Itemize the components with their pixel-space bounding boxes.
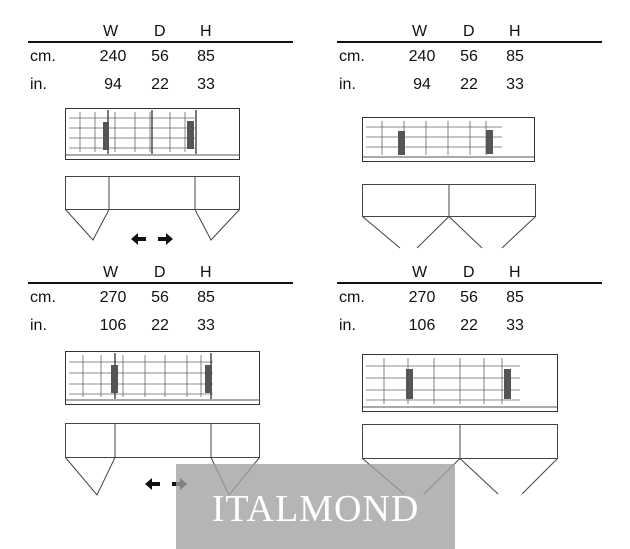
top-view-4 bbox=[362, 424, 558, 495]
value-w-in: 106 bbox=[408, 317, 436, 334]
value-w-in: 106 bbox=[99, 317, 127, 334]
header-w: W bbox=[103, 264, 119, 281]
value-h-cm: 85 bbox=[197, 289, 215, 306]
row-cm: cm. 270 56 85 bbox=[28, 283, 293, 311]
row-label-cm: cm. bbox=[339, 289, 365, 306]
value-d-cm: 56 bbox=[460, 289, 478, 306]
dimension-header: W D H bbox=[28, 261, 293, 284]
left-right-arrows-icon bbox=[131, 233, 173, 245]
row-label-in: in. bbox=[30, 317, 47, 334]
row-label-cm: cm. bbox=[30, 289, 56, 306]
header-h: H bbox=[509, 264, 521, 281]
value-d-in: 22 bbox=[151, 317, 169, 334]
header-w: W bbox=[103, 23, 119, 40]
value-w-cm: 270 bbox=[99, 289, 127, 306]
row-cm: cm. 270 56 85 bbox=[337, 283, 602, 311]
header-rule bbox=[28, 41, 293, 43]
header-h: H bbox=[509, 23, 521, 40]
dimension-table-2: W D H cm. 240 56 85 in. 94 22 33 bbox=[337, 20, 602, 98]
value-h-in: 33 bbox=[197, 317, 215, 334]
row-cm: cm. 240 56 85 bbox=[28, 42, 293, 70]
front-view-4 bbox=[362, 354, 558, 412]
top-view-2 bbox=[362, 184, 536, 249]
row-label-in: in. bbox=[339, 76, 356, 93]
dimension-table-4: W D H cm. 270 56 85 in. 106 22 33 bbox=[337, 261, 602, 339]
value-h-cm: 85 bbox=[197, 48, 215, 65]
header-rule bbox=[28, 282, 293, 284]
top-view-1 bbox=[65, 176, 240, 241]
row-cm: cm. 240 56 85 bbox=[337, 42, 602, 70]
header-h: H bbox=[200, 264, 212, 281]
dimension-header: W D H bbox=[28, 20, 293, 43]
header-w: W bbox=[412, 23, 428, 40]
value-h-cm: 85 bbox=[506, 289, 524, 306]
watermark-overlay: ITALMOND bbox=[176, 464, 455, 549]
value-d-in: 22 bbox=[460, 76, 478, 93]
row-in: in. 106 22 33 bbox=[337, 311, 602, 339]
header-d: D bbox=[154, 23, 166, 40]
value-h-in: 33 bbox=[506, 76, 524, 93]
row-label-cm: cm. bbox=[30, 48, 56, 65]
value-d-in: 22 bbox=[151, 76, 169, 93]
row-in: in. 94 22 33 bbox=[28, 70, 293, 98]
dimension-header: W D H bbox=[337, 261, 602, 284]
header-d: D bbox=[154, 264, 166, 281]
value-d-cm: 56 bbox=[151, 289, 169, 306]
value-w-in: 94 bbox=[104, 76, 122, 93]
dimension-header: W D H bbox=[337, 20, 602, 43]
front-view-3 bbox=[65, 351, 260, 405]
row-label-in: in. bbox=[339, 317, 356, 334]
header-d: D bbox=[463, 264, 475, 281]
row-in: in. 94 22 33 bbox=[337, 70, 602, 98]
dimension-table-3: W D H cm. 270 56 85 in. 106 22 33 bbox=[28, 261, 293, 339]
value-h-cm: 85 bbox=[506, 48, 524, 65]
value-d-cm: 56 bbox=[460, 48, 478, 65]
value-w-cm: 240 bbox=[408, 48, 436, 65]
top-view-3 bbox=[65, 423, 260, 496]
header-rule bbox=[337, 41, 602, 43]
value-h-in: 33 bbox=[197, 76, 215, 93]
header-h: H bbox=[200, 23, 212, 40]
watermark-text: ITALMOND bbox=[211, 487, 420, 530]
row-in: in. 106 22 33 bbox=[28, 311, 293, 339]
value-w-in: 94 bbox=[413, 76, 431, 93]
value-h-in: 33 bbox=[506, 317, 524, 334]
value-w-cm: 270 bbox=[408, 289, 436, 306]
value-w-cm: 240 bbox=[99, 48, 127, 65]
header-w: W bbox=[412, 264, 428, 281]
row-label-in: in. bbox=[30, 76, 47, 93]
dimension-table-1: W D H cm. 240 56 85 in. 94 22 33 bbox=[28, 20, 293, 98]
front-view-2 bbox=[362, 117, 535, 162]
header-d: D bbox=[463, 23, 475, 40]
front-view-1 bbox=[65, 108, 240, 160]
row-label-cm: cm. bbox=[339, 48, 365, 65]
value-d-cm: 56 bbox=[151, 48, 169, 65]
header-rule bbox=[337, 282, 602, 284]
value-d-in: 22 bbox=[460, 317, 478, 334]
